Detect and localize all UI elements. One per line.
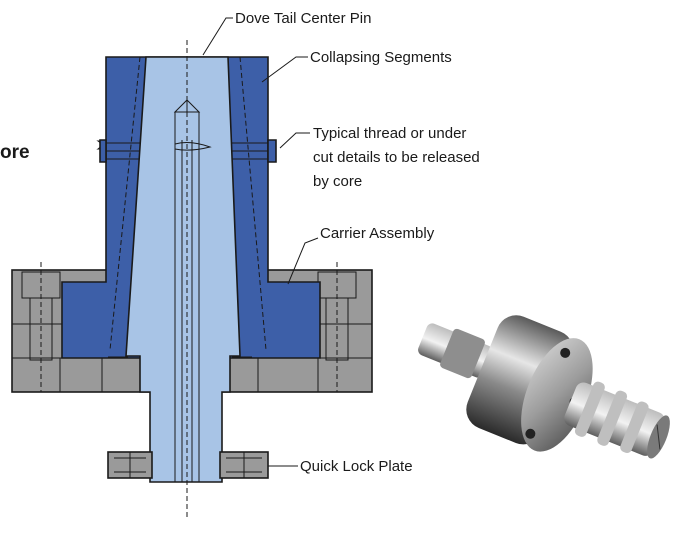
callout-thread-detail: Typical thread or under cut details to b…: [279, 125, 480, 190]
quick-lock-plate-left: [107, 451, 153, 479]
callout-carrier-assembly: Carrier Assembly: [287, 225, 435, 285]
carrier-bolt-left: [21, 262, 61, 392]
core: [125, 56, 241, 483]
callout-dove-tail-center-pin: Dove Tail Center Pin: [202, 10, 371, 56]
label-thread-line-1: Typical thread or under: [313, 125, 466, 142]
label-dove-tail-center-pin: Dove Tail Center Pin: [235, 10, 371, 27]
label-thread-line-3: by core: [313, 173, 362, 190]
photo-rear-shaft: [418, 323, 493, 379]
label-carrier-assembly: Carrier Assembly: [320, 225, 435, 242]
callout-quick-lock-plate: Quick Lock Plate: [268, 458, 413, 475]
collapsible-core-photo: [418, 315, 670, 459]
label-quick-lock-plate: Quick Lock Plate: [300, 458, 413, 475]
label-collapsing-segments: Collapsing Segments: [310, 49, 452, 66]
callout-collapsing-segments: Collapsing Segments: [261, 49, 452, 83]
quick-lock-plate-right: [219, 451, 269, 479]
photo-threaded-nose: [564, 381, 670, 459]
partial-heading-text: ore: [0, 142, 30, 163]
dove-tail-center-pin: [173, 40, 201, 520]
thread-detail: [174, 142, 212, 151]
label-thread-line-2: cut details to be released: [313, 149, 480, 166]
